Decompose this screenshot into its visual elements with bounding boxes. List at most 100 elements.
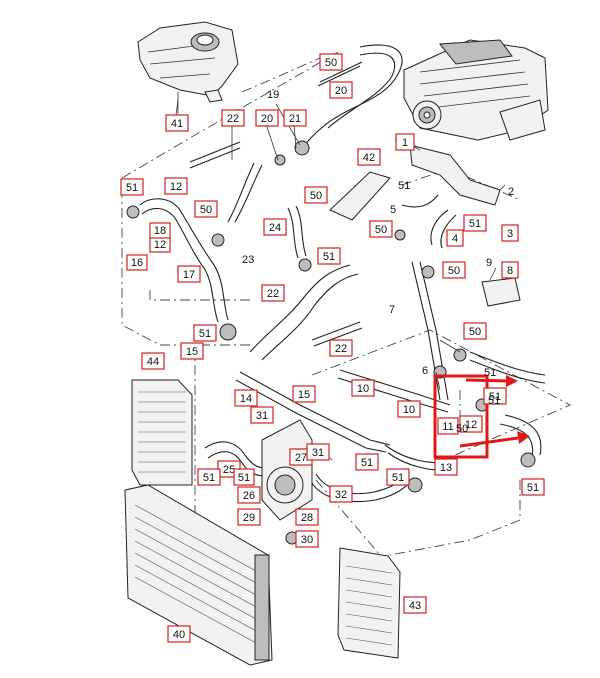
svg-text:12: 12 xyxy=(154,239,166,251)
label-51m: 51 xyxy=(488,395,500,407)
label-23: 23 xyxy=(242,254,254,266)
highlight-box xyxy=(433,374,489,459)
svg-text:44: 44 xyxy=(147,356,159,368)
radiator-fins-40 xyxy=(134,504,259,645)
callout-41: 41 xyxy=(165,114,189,132)
svg-text:3: 3 xyxy=(507,228,513,240)
callout-44: 44 xyxy=(141,352,165,370)
svg-text:50: 50 xyxy=(325,57,337,69)
svg-text:13: 13 xyxy=(440,462,452,474)
svg-text:25: 25 xyxy=(223,464,235,476)
callout-32: 32 xyxy=(329,485,353,503)
callout-15a: 15 xyxy=(180,342,204,360)
svg-text:17: 17 xyxy=(183,269,195,281)
leader-lines xyxy=(175,99,506,461)
callout-51a: 51 xyxy=(120,178,144,196)
callout-11: 11 xyxy=(437,417,459,435)
callout-51f: 51 xyxy=(197,468,221,486)
svg-text:51: 51 xyxy=(238,472,250,484)
svg-text:20: 20 xyxy=(335,85,347,97)
callout-51d: 51 xyxy=(463,214,487,232)
svg-text:51: 51 xyxy=(323,251,335,263)
svg-text:40: 40 xyxy=(173,629,185,641)
callout-22b: 22 xyxy=(261,284,285,302)
callout-29: 29 xyxy=(237,508,261,526)
expansion-tank xyxy=(137,21,239,114)
svg-text:20: 20 xyxy=(261,113,273,125)
svg-text:51: 51 xyxy=(199,328,211,340)
callout-1: 1 xyxy=(395,133,415,151)
callout-3: 3 xyxy=(501,224,519,242)
radiator-small-left xyxy=(131,379,193,486)
label-2: 2 xyxy=(508,186,514,198)
callout-21: 21 xyxy=(283,109,307,127)
plain-labels: 2 5 6 7 9 19 23 51 51 51 50 xyxy=(242,89,514,435)
callout-28: 28 xyxy=(295,508,319,526)
svg-text:1: 1 xyxy=(402,137,408,149)
svg-text:22: 22 xyxy=(335,343,347,355)
svg-text:51: 51 xyxy=(469,218,481,230)
label-6: 6 xyxy=(422,365,428,377)
svg-text:51: 51 xyxy=(489,391,501,403)
svg-text:24: 24 xyxy=(269,222,281,234)
callout-15b: 15 xyxy=(292,385,316,403)
svg-text:26: 26 xyxy=(243,490,255,502)
callout-51j: 51 xyxy=(521,478,545,496)
callout-20a: 20 xyxy=(255,109,279,127)
svg-text:50: 50 xyxy=(310,190,322,202)
callout-8: 8 xyxy=(501,261,519,279)
callout-40: 40 xyxy=(167,625,191,643)
label-5: 5 xyxy=(390,204,396,216)
svg-text:51: 51 xyxy=(361,457,373,469)
main-radiator xyxy=(124,484,273,666)
svg-text:51: 51 xyxy=(527,482,539,494)
callout-4: 4 xyxy=(446,229,464,247)
arrow-line-lower xyxy=(459,436,519,448)
arrow-head-lower xyxy=(517,431,530,444)
callout-50d: 50 xyxy=(369,220,393,238)
callout-26: 26 xyxy=(237,486,261,504)
callout-51h: 51 xyxy=(355,453,379,471)
svg-text:4: 4 xyxy=(452,233,458,245)
callout-22c: 22 xyxy=(329,339,353,357)
callout-12a: 12 xyxy=(164,177,188,195)
callout-42: 42 xyxy=(357,148,381,166)
svg-text:32: 32 xyxy=(335,489,347,501)
callout-31a: 31 xyxy=(250,406,274,424)
callout-24: 24 xyxy=(263,218,287,236)
callout-12c: 12 xyxy=(459,415,483,433)
svg-text:50: 50 xyxy=(448,265,460,277)
callout-50a: 50 xyxy=(319,53,343,71)
callout-17: 17 xyxy=(177,265,201,283)
svg-text:12: 12 xyxy=(465,419,477,431)
callout-10a: 10 xyxy=(351,379,375,397)
callout-51e: 51 xyxy=(483,387,507,405)
highlight-annotation xyxy=(433,374,530,459)
arrow-head-upper xyxy=(506,375,518,387)
label-9: 9 xyxy=(486,257,492,269)
svg-text:29: 29 xyxy=(243,512,255,524)
label-51k: 51 xyxy=(398,180,410,192)
callouts: 1 3 4 8 10 10 11 12 12 12 13 14 15 15 16… xyxy=(120,53,545,643)
label-7: 7 xyxy=(389,304,395,316)
callout-50e: 50 xyxy=(442,261,466,279)
svg-text:15: 15 xyxy=(298,389,310,401)
svg-text:30: 30 xyxy=(301,534,313,546)
callout-31b: 31 xyxy=(306,443,330,461)
supercharger xyxy=(403,39,549,141)
callout-43: 43 xyxy=(403,596,427,614)
svg-text:8: 8 xyxy=(507,265,513,277)
svg-text:51: 51 xyxy=(203,472,215,484)
callout-16: 16 xyxy=(126,254,148,271)
callout-12b: 12 xyxy=(149,236,171,253)
svg-text:50: 50 xyxy=(375,224,387,236)
svg-text:22: 22 xyxy=(267,288,279,300)
svg-text:12: 12 xyxy=(170,181,182,193)
callout-51c: 51 xyxy=(193,324,217,342)
svg-text:43: 43 xyxy=(409,600,421,612)
svg-text:11: 11 xyxy=(442,421,453,433)
callout-51i: 51 xyxy=(386,468,410,486)
callout-20b: 20 xyxy=(329,81,353,99)
